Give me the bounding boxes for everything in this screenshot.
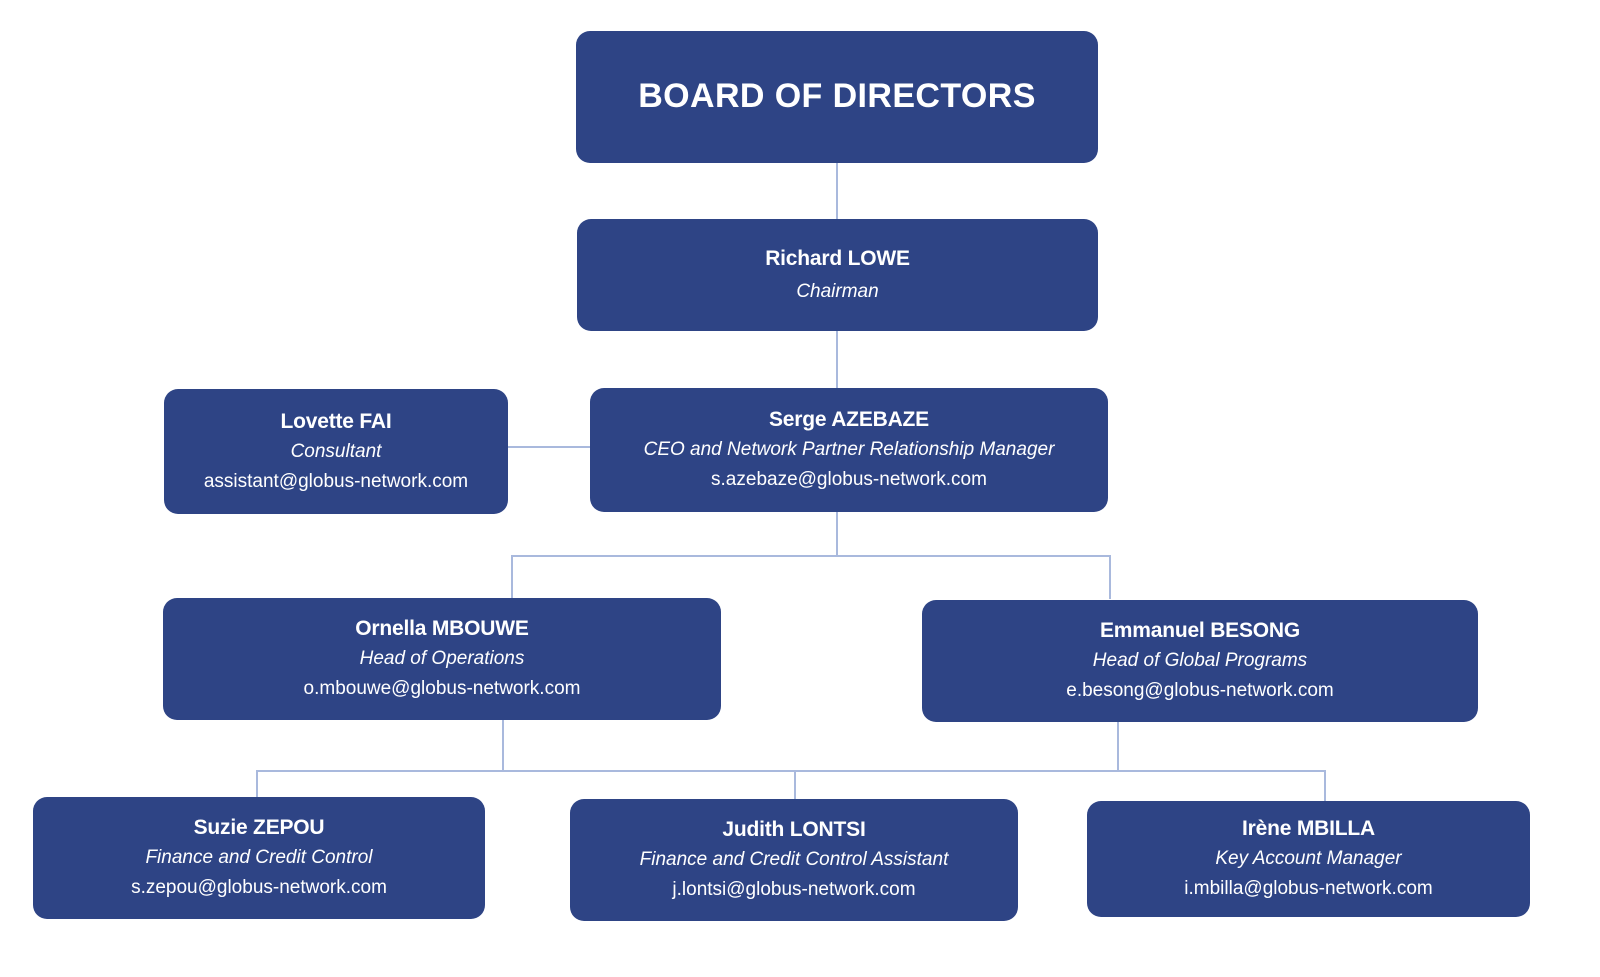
finance-assistant-name: Judith LONTSI [722,818,866,842]
connector-staff-bus [256,770,1326,772]
consultant-email: assistant@globus-network.com [203,470,469,492]
consultant-name: Lovette FAI [280,409,392,433]
head-of-operations-name: Ornella MBOUWE [355,617,529,641]
connector-bus-to-key-account [1324,770,1326,802]
connector-head-operations-stem [502,719,504,771]
node-ceo[interactable]: Serge AZEBAZE CEO and Network Partner Re… [590,388,1108,512]
connector-ceo-to-consultant [508,446,592,448]
finance-and-credit-control-role: Finance and Credit Control [145,847,373,869]
key-account-manager-name: Irène MBILLA [1242,817,1375,841]
consultant-role: Consultant [290,440,382,462]
node-board-of-directors[interactable]: BOARD OF DIRECTORS [576,31,1098,163]
connector-bus-to-head-operations [511,555,513,599]
ceo-name: Serge AZEBAZE [769,408,929,432]
node-head-of-operations[interactable]: Ornella MBOUWE Head of Operations o.mbou… [163,598,721,720]
chairman-name: Richard LOWE [765,246,910,270]
ceo-email: s.azebaze@globus-network.com [711,469,987,491]
connector-ceo-stem [836,511,838,556]
finance-and-credit-control-name: Suzie ZEPOU [193,816,325,840]
head-of-operations-email: o.mbouwe@globus-network.com [303,678,581,700]
connector-heads-bus [511,555,1111,557]
head-of-global-programs-role: Head of Global Programs [1092,650,1308,672]
head-of-global-programs-email: e.besong@globus-network.com [1066,680,1334,702]
finance-assistant-role: Finance and Credit Control Assistant [639,849,949,871]
key-account-manager-email: i.mbilla@globus-network.com [1184,878,1433,900]
finance-and-credit-control-email: s.zepou@globus-network.com [131,877,387,899]
node-consultant[interactable]: Lovette FAI Consultant assistant@globus-… [164,389,508,514]
connector-bus-to-finance-assistant [794,770,796,800]
connector-bus-to-head-programs [1109,555,1111,599]
ceo-role: CEO and Network Partner Relationship Man… [643,439,1055,461]
board-of-directors-name: BOARD OF DIRECTORS [638,77,1036,116]
node-chairman[interactable]: Richard LOWE Chairman [577,219,1098,331]
finance-assistant-email: j.lontsi@globus-network.com [672,879,916,901]
chairman-role: Chairman [796,280,879,302]
head-of-global-programs-name: Emmanuel BESONG [1099,619,1301,643]
connector-chairman-to-ceo [836,330,838,388]
head-of-operations-role: Head of Operations [359,648,525,670]
node-finance-and-credit-control-assistant[interactable]: Judith LONTSI Finance and Credit Control… [570,799,1018,921]
key-account-manager-role: Key Account Manager [1215,848,1402,870]
node-head-of-global-programs[interactable]: Emmanuel BESONG Head of Global Programs … [922,600,1478,722]
connector-board-to-chairman [836,163,838,219]
connector-head-programs-stem [1117,721,1119,771]
node-finance-and-credit-control[interactable]: Suzie ZEPOU Finance and Credit Control s… [33,797,485,919]
connector-bus-to-finance-control [256,770,258,798]
node-key-account-manager[interactable]: Irène MBILLA Key Account Manager i.mbill… [1087,801,1530,917]
